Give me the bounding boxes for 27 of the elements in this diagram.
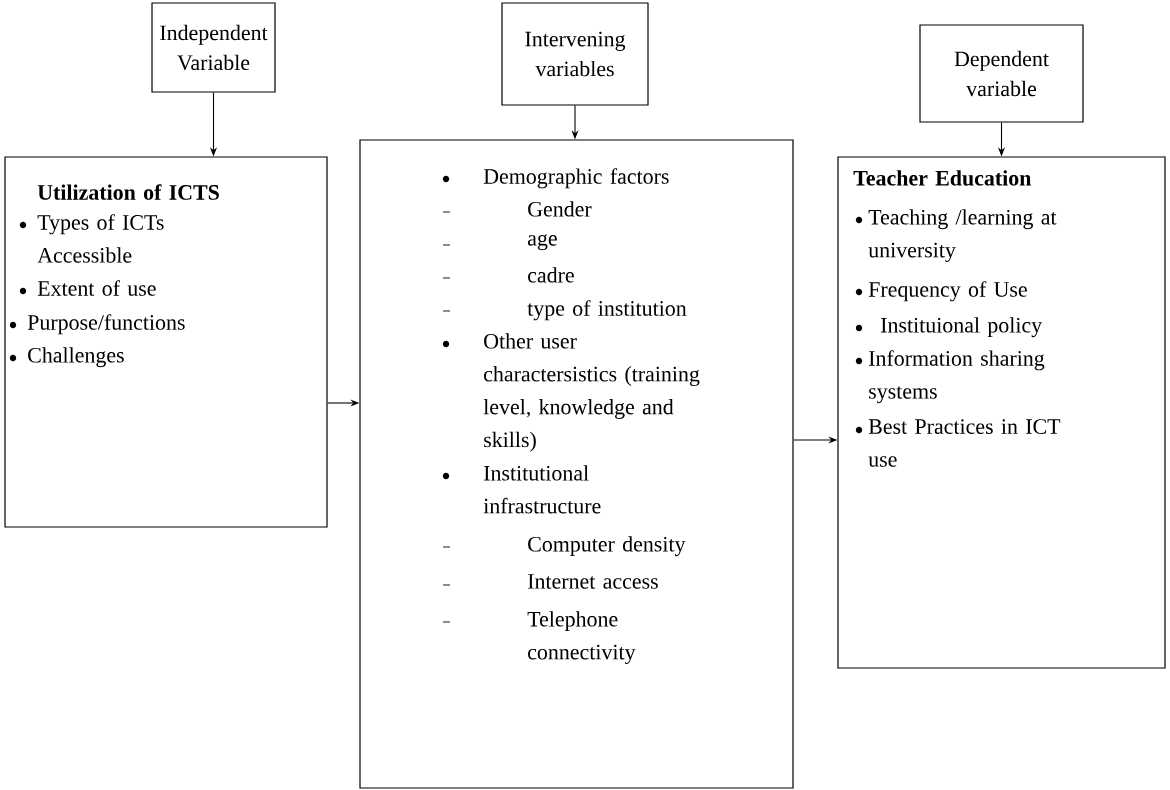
list-item: Best Practices in ICT use [868, 419, 1061, 467]
list-item: Instituional policy [881, 317, 1043, 338]
list-item: Teaching /learning at university [868, 209, 1057, 262]
list-item: type of institution [527, 300, 687, 321]
list-item: Institutional infrastructure [483, 465, 601, 514]
list-item: Information sharing systems [869, 350, 1045, 404]
list-item: Other user charactersistics (training level, knowledge and skills) [483, 333, 700, 452]
header-box: Dependent variable [919, 24, 1084, 123]
list-item: cadre [528, 267, 574, 283]
header-box: Intervening variables [501, 2, 649, 106]
content-box [4, 156, 328, 528]
list-item: Challenges [28, 347, 124, 368]
list-item: Types of ICTs Accessible [37, 214, 164, 263]
list-item: Internet access [528, 574, 658, 589]
list-item: Gender [528, 201, 592, 217]
heading: Utilization of ICTS [37, 184, 219, 200]
list-item: Telephone connectivity [527, 611, 636, 664]
list-item: Purpose/functions [27, 314, 185, 335]
header-box: Independent Variable [151, 2, 276, 93]
list-item: Extent of use [37, 280, 156, 296]
content-box [837, 156, 1166, 669]
content-box [359, 139, 794, 789]
list-item: Demographic factors [483, 168, 669, 189]
heading: Teacher Education [853, 170, 1032, 186]
list-item: age [527, 234, 557, 251]
list-item: Frequency of Use [868, 281, 1027, 302]
list-item: Computer density [528, 536, 686, 557]
